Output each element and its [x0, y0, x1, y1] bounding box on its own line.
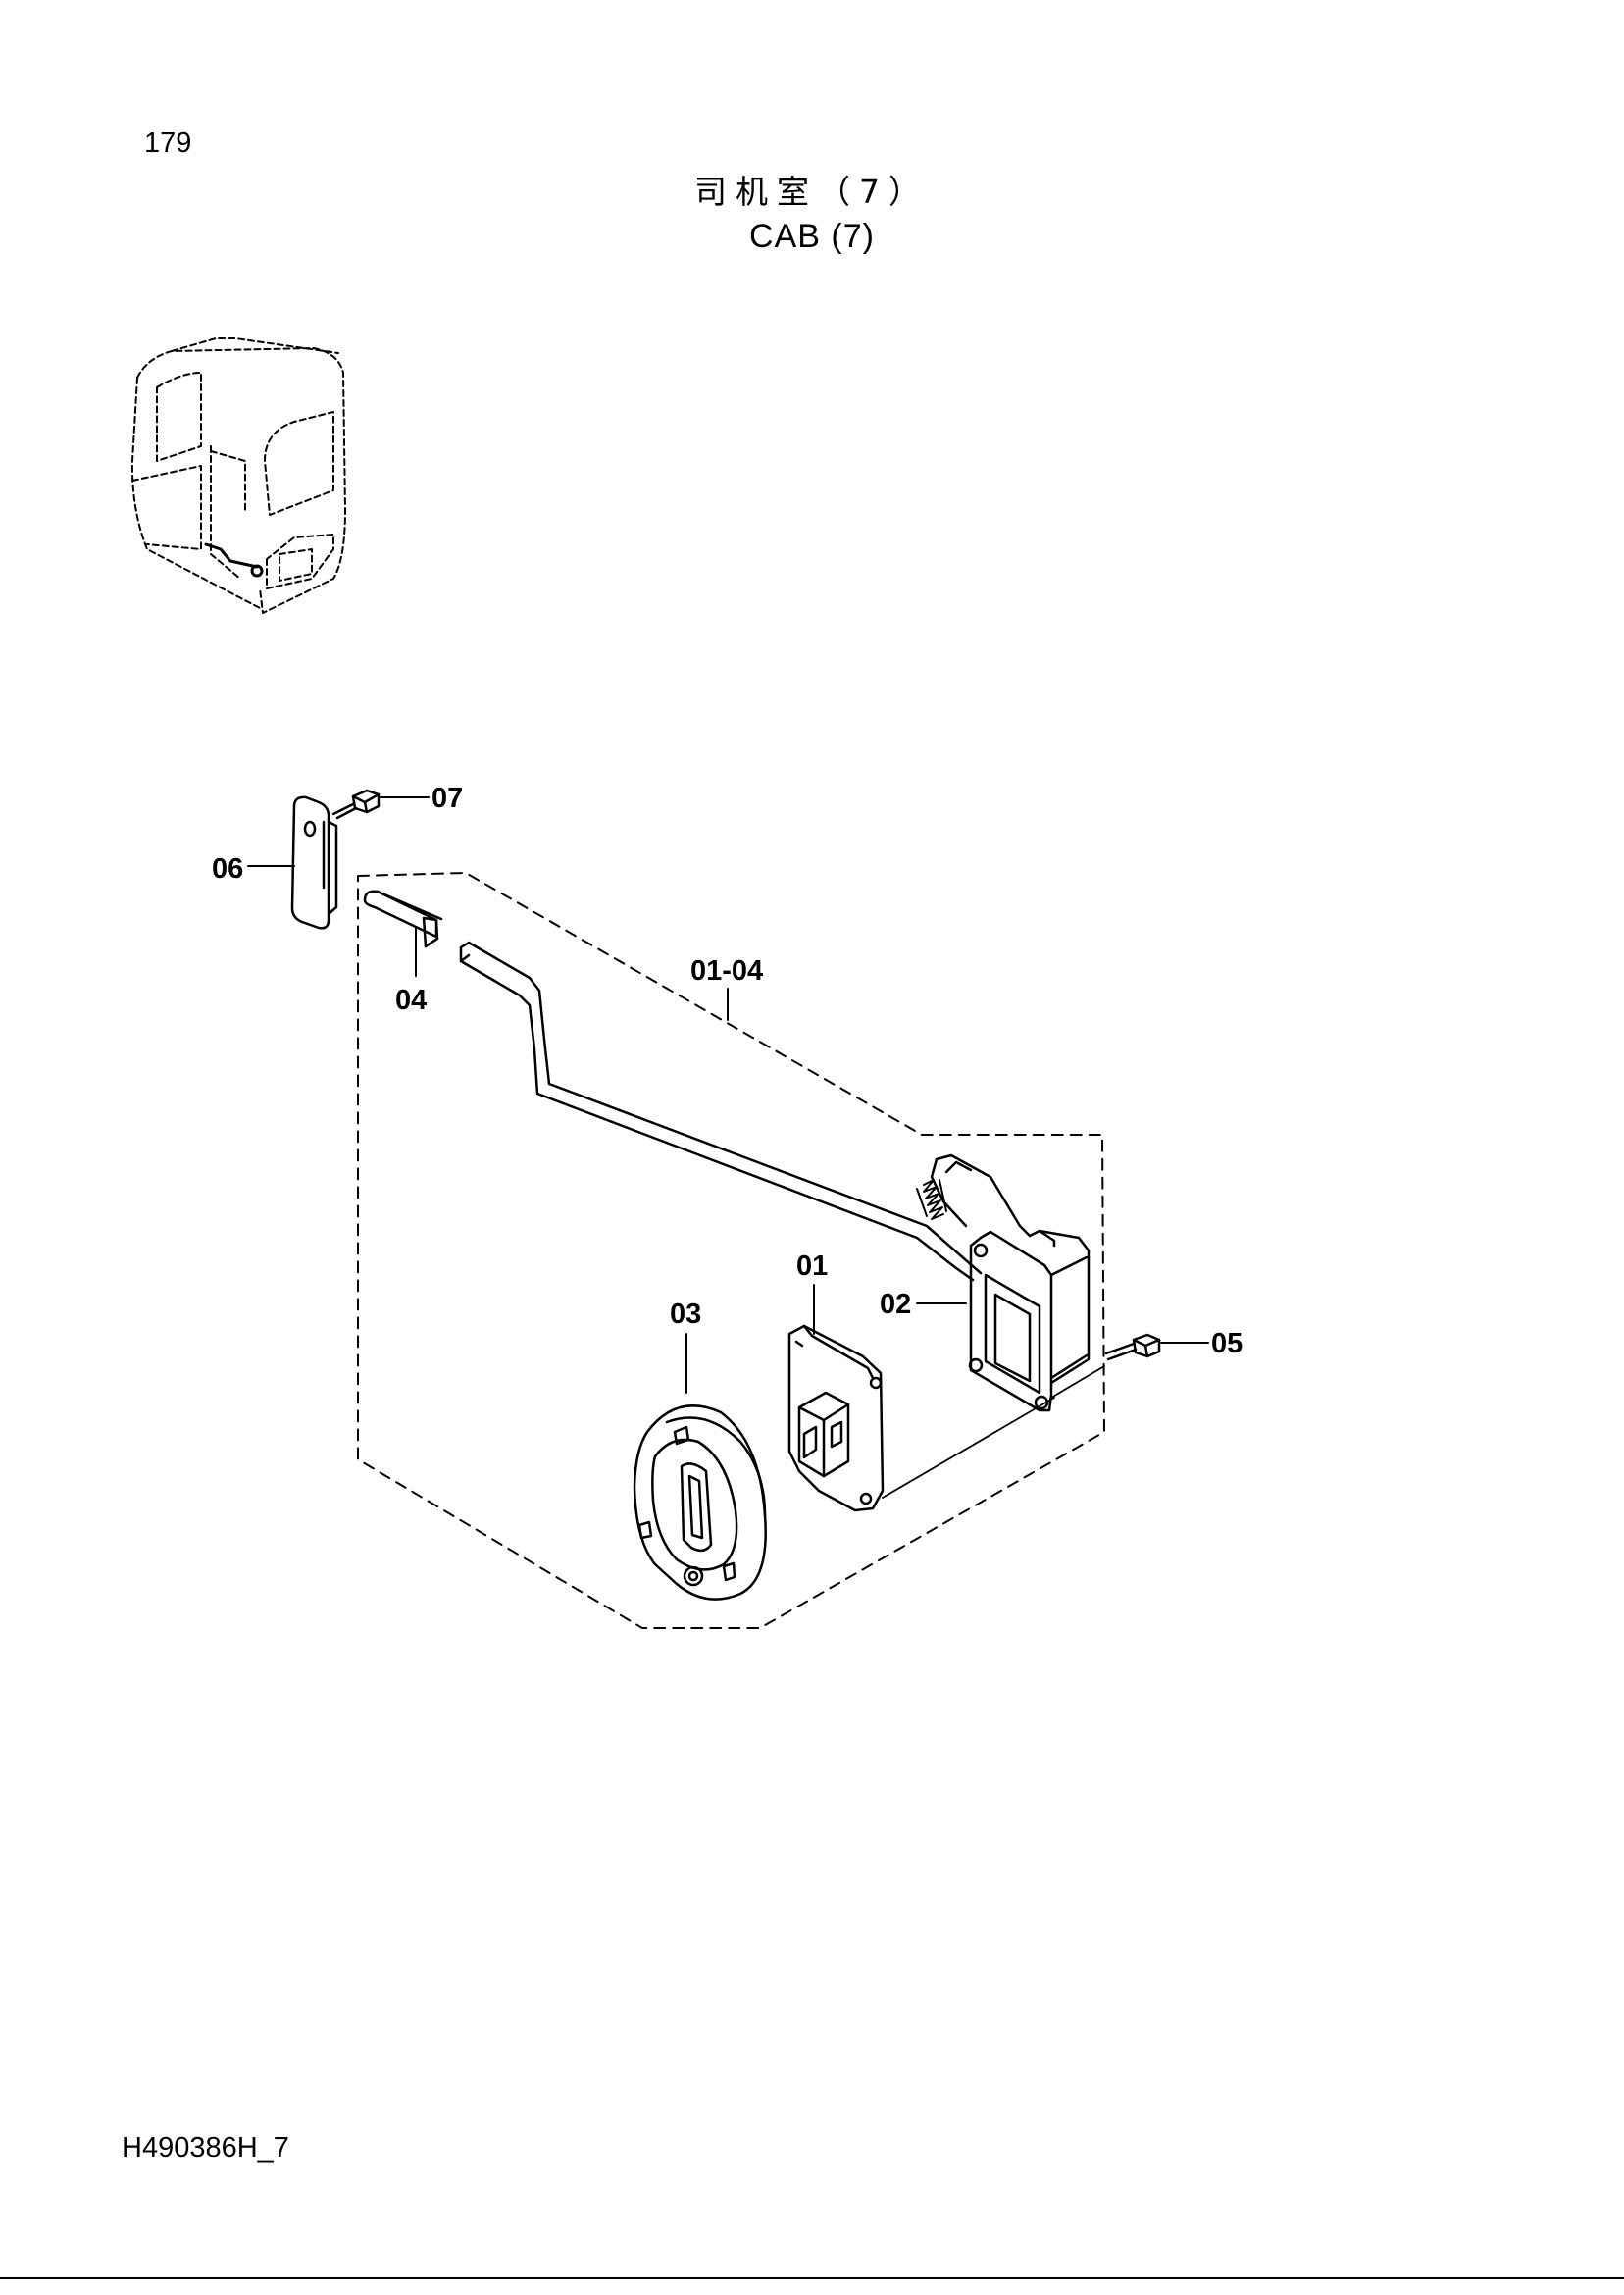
part-05-bolt: [1104, 1333, 1161, 1361]
part-04-knob: [363, 890, 443, 948]
part-06-bracket: [290, 795, 338, 930]
title-chinese: 司机室（7）: [694, 173, 930, 211]
callout-01: 01: [796, 1250, 828, 1282]
document-code: H490386H_7: [122, 2132, 289, 2164]
part-rod: [459, 941, 983, 1282]
part-07-bolt: [331, 789, 381, 820]
title-block: 司机室（7） CAB (7): [0, 171, 1624, 259]
assembly-boundary-dashed: [357, 872, 1105, 1629]
part-01-switch-plate: [787, 1324, 885, 1512]
part-02-housing: [930, 1153, 1091, 1412]
page-number: 179: [144, 128, 192, 159]
callout-02: 02: [880, 1289, 911, 1320]
part-spring: [916, 1179, 947, 1220]
bottom-rule: [0, 2277, 1624, 2279]
callout-06: 06: [212, 853, 243, 885]
callout-04: 04: [395, 985, 427, 1016]
callout-05: 05: [1211, 1328, 1243, 1359]
cab-locator-linkage: [204, 542, 264, 578]
title-english: CAB (7): [749, 218, 875, 255]
cab-locator-illustration: [130, 337, 346, 614]
leader-lines: [247, 796, 1209, 1499]
callout-01-04: 01-04: [690, 955, 763, 987]
part-03-bezel: [633, 1404, 767, 1601]
callout-07: 07: [431, 783, 463, 814]
callout-03: 03: [670, 1299, 701, 1330]
